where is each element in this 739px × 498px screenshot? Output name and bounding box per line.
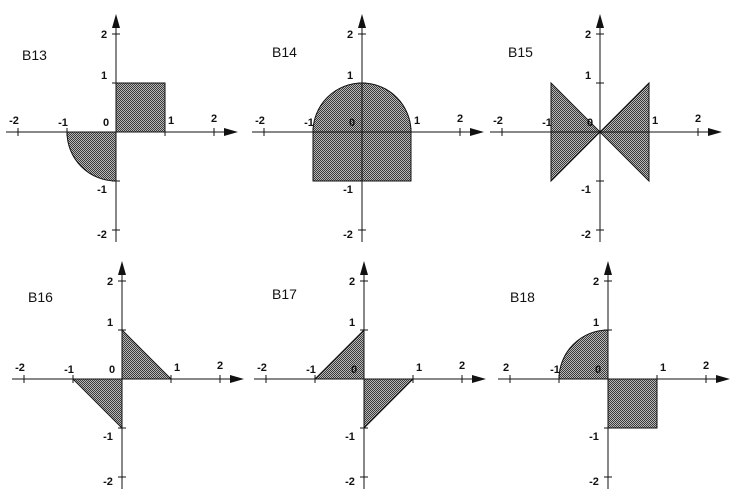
variant-label: B14	[272, 44, 297, 60]
x-axis-arrow	[708, 128, 722, 136]
tick-label-y-pos2: 2	[585, 29, 591, 41]
y-axis-arrow	[118, 261, 126, 275]
shaded-region-1	[115, 82, 166, 133]
shaded-region-2	[607, 378, 658, 429]
x-axis-arrow	[470, 128, 484, 136]
tick-label-y-neg1: -1	[343, 184, 353, 196]
shaded-region-2	[71, 378, 123, 430]
shaded-region-2	[66, 131, 117, 182]
tick-label-y-pos1: 1	[101, 70, 107, 82]
tick-label-y-neg1: -1	[589, 431, 599, 443]
tick-label-y-neg1: -1	[97, 184, 107, 196]
tick-label-y-neg2: -2	[589, 476, 599, 488]
panel-b18: 2 -1 0 1 2 2 1 -1 -2 B18	[498, 261, 730, 489]
tick-label-x-pos1: 1	[174, 362, 180, 374]
tick-label-x-neg2: 2	[503, 362, 509, 374]
x-axis-arrow	[472, 375, 486, 383]
tick-label-x-pos2: 2	[217, 360, 223, 372]
variant-label: B18	[510, 289, 535, 305]
tick-label-x-pos1: 1	[652, 115, 658, 127]
tick-label-x-pos1: 1	[168, 115, 174, 127]
tick-label-y-pos1: 1	[585, 70, 591, 82]
tick-label-y-pos2: 2	[347, 29, 353, 41]
variant-label: B16	[28, 289, 53, 305]
tick-label-origin: 0	[587, 117, 593, 129]
tick-label-x-neg2: -2	[493, 115, 503, 127]
tick-label-origin: 0	[349, 117, 355, 129]
x-axis-arrow	[230, 375, 244, 383]
shaded-region-1	[558, 329, 609, 380]
shaded-region-1	[121, 328, 173, 380]
y-axis-arrow	[596, 14, 604, 28]
tick-label-x-pos2: 2	[703, 360, 709, 372]
tick-label-y-pos1: 1	[349, 317, 355, 329]
tick-label-y-neg1: -1	[103, 431, 113, 443]
x-axis-arrow	[224, 128, 238, 136]
tick-label-y-neg1: -1	[345, 431, 355, 443]
tick-label-origin: 0	[351, 364, 357, 376]
tick-label-x-pos1: 1	[414, 115, 420, 127]
tick-label-x-pos2: 2	[211, 113, 217, 125]
variant-label: B15	[508, 44, 533, 60]
tick-label-x-neg2: -2	[15, 362, 25, 374]
y-axis-arrow	[358, 14, 366, 28]
tick-label-origin: 0	[103, 117, 109, 129]
y-axis-arrow	[360, 261, 368, 275]
tick-label-y-pos1: 1	[593, 317, 599, 329]
panel-b16: -2 -1 0 1 2 2 1 -1 -2 B16	[12, 261, 244, 489]
panel-b15: -2 -1 0 1 2 2 1 -1 -2 B15	[490, 14, 722, 242]
tick-label-x-neg1: -1	[550, 364, 560, 376]
tick-label-y-neg2: -2	[345, 476, 355, 488]
tick-label-x-neg1: -1	[306, 364, 316, 376]
tick-label-x-pos1: 1	[416, 362, 422, 374]
tick-label-y-pos1: 1	[347, 70, 353, 82]
tick-label-x-neg2: -2	[255, 115, 265, 127]
tick-label-y-pos1: 1	[107, 317, 113, 329]
variant-label: B13	[22, 47, 47, 63]
tick-label-origin: 0	[595, 364, 601, 376]
tick-label-x-neg1: -1	[542, 117, 552, 129]
tick-label-y-neg2: -2	[97, 229, 107, 241]
tick-label-x-neg2: -2	[9, 115, 19, 127]
x-axis-arrow	[716, 375, 730, 383]
tick-label-origin: 0	[109, 364, 115, 376]
tick-label-y-neg2: -2	[343, 229, 353, 241]
tick-label-x-pos2: 2	[459, 360, 465, 372]
tick-label-y-pos2: 2	[101, 29, 107, 41]
panel-b17: -2 -1 0 1 2 2 1 -1 -2 B17	[254, 261, 486, 489]
tick-label-y-pos2: 2	[107, 276, 113, 288]
tick-label-y-neg2: -2	[581, 229, 591, 241]
tick-label-x-neg2: -2	[257, 362, 267, 374]
tick-label-x-neg1: -1	[58, 117, 68, 129]
y-axis-arrow	[604, 261, 612, 275]
tick-label-y-neg1: -1	[581, 184, 591, 196]
tick-label-y-neg2: -2	[103, 476, 113, 488]
tick-label-x-pos1: 1	[660, 362, 666, 374]
variant-label: B17	[272, 286, 297, 302]
tick-label-x-pos2: 2	[457, 113, 463, 125]
tick-label-y-pos2: 2	[349, 276, 355, 288]
shaded-region-2	[363, 378, 415, 430]
panel-b14: -2 -1 0 1 2 2 1 -1 -2 B14	[252, 14, 484, 242]
tick-label-x-pos2: 2	[695, 113, 701, 125]
y-axis-arrow	[112, 14, 120, 28]
tick-label-x-neg1: -1	[64, 364, 74, 376]
tick-label-x-neg1: -1	[304, 117, 314, 129]
tick-label-y-pos2: 2	[593, 276, 599, 288]
panel-b13: -2 -1 0 1 2 2 1 -1 -2 B13	[6, 14, 238, 242]
